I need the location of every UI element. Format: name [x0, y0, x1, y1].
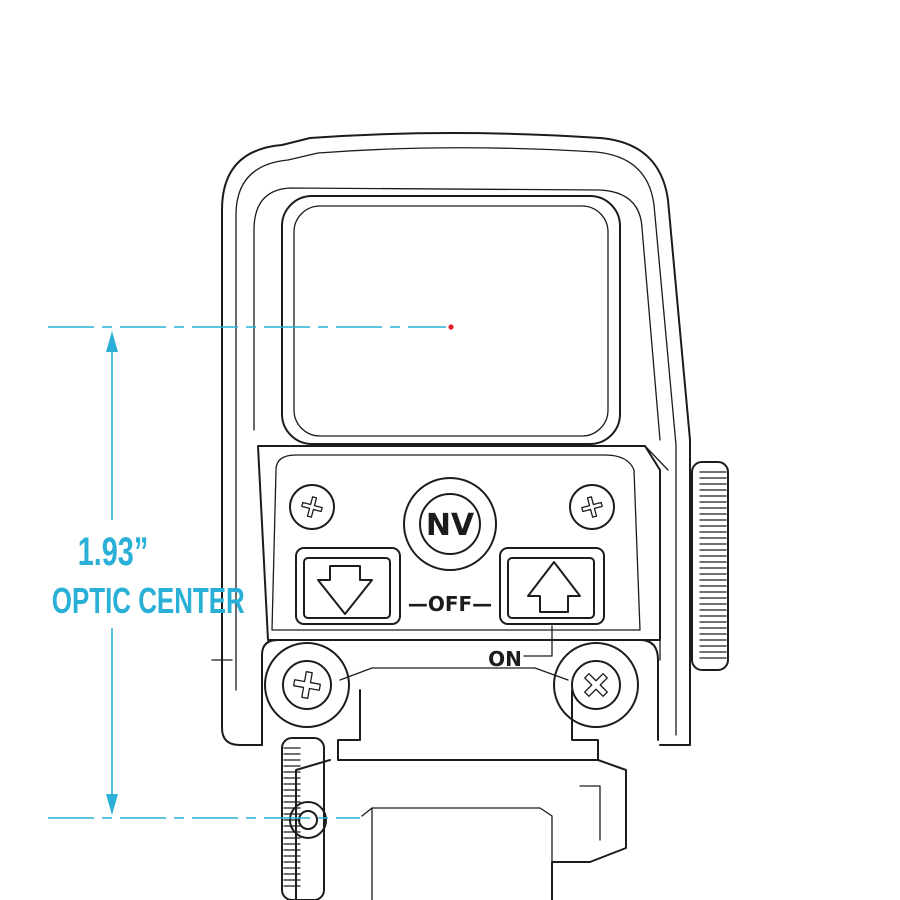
optic-housing [211, 132, 691, 746]
nv-label: NV [426, 508, 475, 543]
dimension-value: 1.93” [77, 530, 149, 574]
down-arrow-icon [317, 565, 373, 615]
on-label: ON [488, 647, 522, 671]
phillips-screw-icon [264, 642, 350, 728]
control-panel [257, 445, 669, 661]
dimension-caption: OPTIC CENTER [51, 580, 245, 621]
screw-icon [569, 484, 615, 530]
off-label: —OFF— [408, 592, 492, 616]
lower-body [261, 639, 659, 746]
brightness-up-button[interactable] [499, 547, 605, 625]
side-adjustment-knob [691, 461, 729, 671]
arrow-up-icon [106, 331, 118, 352]
mount-base [281, 689, 627, 900]
screw-icon [289, 484, 335, 530]
red-dot-reticle [448, 324, 454, 330]
arrow-down-icon [106, 794, 118, 815]
up-arrow-icon [527, 561, 581, 613]
dimension-annotation [48, 326, 446, 819]
optic-window [281, 195, 621, 445]
brightness-down-button[interactable] [295, 547, 401, 625]
on-indicator-line [523, 625, 553, 657]
phillips-screw-icon [553, 642, 639, 728]
nv-button[interactable]: NV [403, 477, 497, 571]
